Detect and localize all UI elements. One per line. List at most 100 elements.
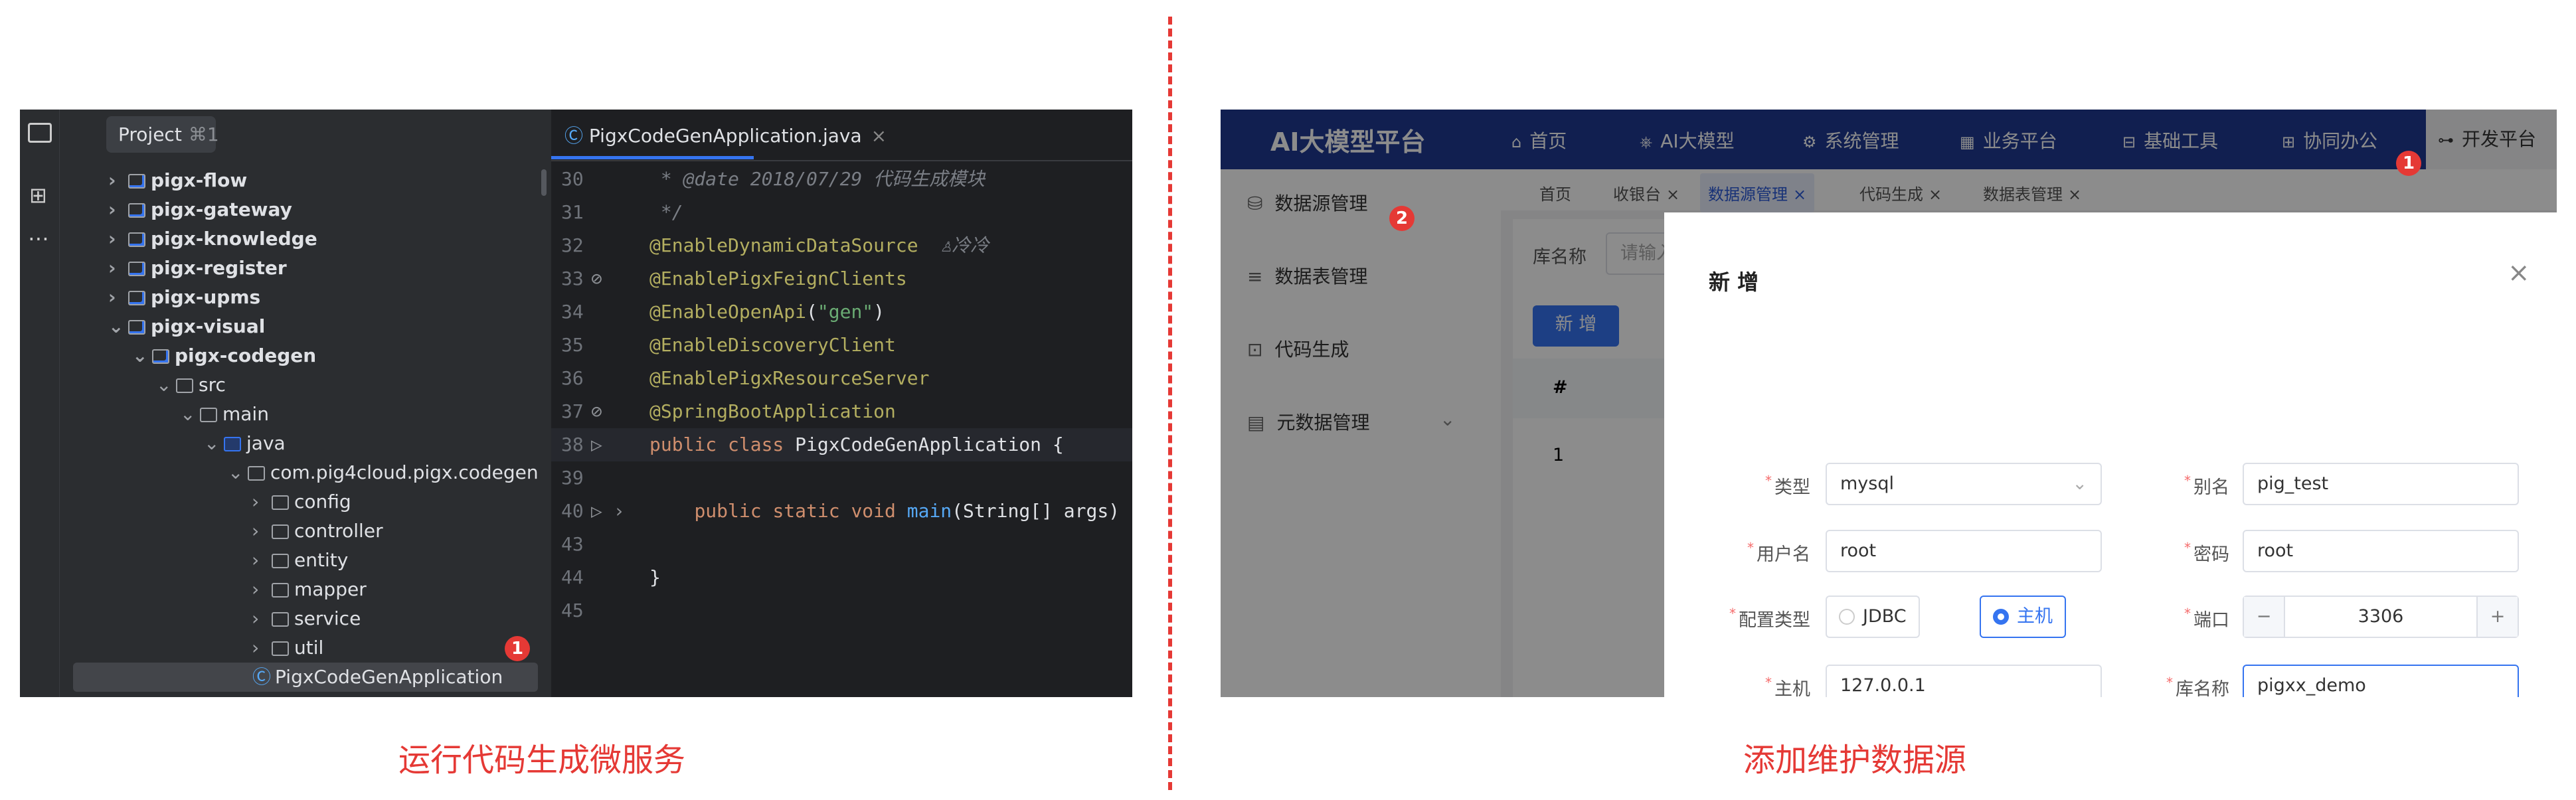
- close-icon[interactable]: ×: [1929, 185, 1942, 204]
- chevron-icon[interactable]: ›: [252, 637, 260, 659]
- page-tab[interactable]: 代码生成×: [1859, 181, 1942, 204]
- radio-host[interactable]: 主机: [1980, 596, 2066, 638]
- tree-item[interactable]: ›entity: [252, 546, 348, 575]
- nav-item[interactable]: ⊞协同办公: [2282, 127, 2377, 153]
- decrement-button[interactable]: −: [2244, 597, 2285, 637]
- close-icon[interactable]: ×: [1666, 185, 1680, 204]
- radio-jdbc[interactable]: JDBC: [1826, 596, 1920, 638]
- host-input[interactable]: 127.0.0.1: [1826, 665, 2102, 697]
- page-tab[interactable]: 首页: [1539, 181, 1571, 204]
- chevron-icon[interactable]: ›: [252, 520, 260, 542]
- chevron-icon[interactable]: ⌄: [180, 403, 196, 425]
- tree-scrollbar[interactable]: [541, 169, 547, 196]
- code-line[interactable]: 45: [551, 594, 1132, 627]
- nav-item[interactable]: ⚙系统管理: [1802, 127, 1899, 153]
- project-button[interactable]: Project⌘1: [106, 116, 219, 153]
- tree-item[interactable]: ⌄pigx-codegen: [132, 341, 316, 370]
- tree-item[interactable]: ⌄src: [156, 370, 226, 400]
- code-editor[interactable]: Ⓒ PigxCodeGenApplication.java× 30 * @dat…: [551, 110, 1132, 697]
- more-icon[interactable]: ⋯: [28, 226, 49, 251]
- tree-item[interactable]: ›controller: [252, 517, 383, 546]
- port-stepper[interactable]: − 3306 +: [2243, 596, 2519, 638]
- code-line[interactable]: 32@EnableDynamicDataSource ♙冷冷: [551, 229, 1132, 262]
- nav-item[interactable]: ⎈AI大模型: [1640, 127, 1735, 153]
- tree-item[interactable]: ⌄com.pig4cloud.pigx.codegen: [228, 458, 539, 487]
- gutter-icon[interactable]: ⊘: [591, 400, 602, 422]
- chevron-icon[interactable]: ›: [108, 228, 116, 250]
- folder-icon: [272, 583, 289, 598]
- chevron-icon[interactable]: ›: [252, 491, 260, 513]
- chevron-icon[interactable]: ›: [108, 199, 116, 220]
- code-line[interactable]: 39: [551, 461, 1132, 495]
- code-line[interactable]: 43: [551, 528, 1132, 561]
- sidebar-item[interactable]: ▤元数据管理⌄: [1247, 408, 1455, 435]
- page-tab[interactable]: 数据源管理×: [1700, 173, 1815, 212]
- editor-tab[interactable]: Ⓒ PigxCodeGenApplication.java×: [564, 121, 887, 148]
- line-number: 30: [561, 168, 584, 190]
- dbname-input[interactable]: pigxx_demo: [2243, 665, 2519, 697]
- chevron-icon[interactable]: ›: [252, 549, 260, 571]
- table-row[interactable]: 1: [1553, 445, 1565, 465]
- radio-jdbc-label: JDBC: [1863, 606, 1907, 627]
- alias-input[interactable]: pig_test: [2243, 463, 2519, 505]
- gutter-icon[interactable]: ▷: [591, 434, 602, 455]
- code-line[interactable]: 31 */: [551, 196, 1132, 229]
- sidebar-label: 数据源管理: [1274, 193, 1368, 214]
- code-line[interactable]: 40▷ › public static void main(String[] a…: [551, 495, 1132, 528]
- page-tab[interactable]: 数据表管理×: [1983, 181, 2081, 204]
- chevron-icon[interactable]: ⌄: [108, 315, 124, 337]
- nav-item[interactable]: ⌂首页: [1511, 127, 1567, 153]
- chevron-icon[interactable]: ›: [108, 257, 116, 279]
- tree-item[interactable]: ⌄main: [180, 400, 269, 429]
- nav-item[interactable]: ⊶开发平台: [2426, 110, 2557, 169]
- chevron-icon[interactable]: ⌄: [204, 432, 220, 454]
- structure-icon[interactable]: ⊞: [29, 183, 47, 208]
- tree-item[interactable]: ⌄java: [204, 429, 286, 458]
- sidebar-item[interactable]: ⛁数据源管理: [1247, 189, 1367, 216]
- chevron-icon[interactable]: ⌄: [132, 345, 148, 366]
- chevron-icon[interactable]: ›: [108, 286, 116, 308]
- chevron-icon[interactable]: ›: [252, 607, 260, 629]
- close-icon[interactable]: ×: [1793, 185, 1807, 204]
- code-line[interactable]: 36@EnablePigxResourceServer: [551, 362, 1132, 395]
- code-line[interactable]: 37⊘@SpringBootApplication: [551, 395, 1132, 428]
- tree-item[interactable]: ›pigx-register: [108, 254, 287, 283]
- tree-item[interactable]: ›util: [252, 633, 323, 663]
- password-input[interactable]: root: [2243, 530, 2519, 572]
- code-line[interactable]: 33⊘@EnablePigxFeignClients: [551, 262, 1132, 295]
- gutter-icon[interactable]: ⊘: [591, 268, 602, 289]
- folder-icon[interactable]: [28, 123, 52, 143]
- type-select[interactable]: mysql⌄: [1826, 463, 2102, 505]
- code-line[interactable]: 38▷public class PigxCodeGenApplication {: [551, 428, 1132, 461]
- tree-item[interactable]: ›mapper: [252, 575, 367, 604]
- tree-item[interactable]: ›config: [252, 487, 351, 517]
- chevron-icon[interactable]: ⌄: [156, 374, 172, 396]
- tab-bar: 首页 收银台× 数据源管理× 代码生成× 数据表管理×: [1501, 169, 2557, 212]
- tree-item[interactable]: ⌄pigx-visual: [108, 312, 265, 341]
- sidebar-item[interactable]: ≡数据表管理: [1247, 262, 1367, 289]
- sidebar-item[interactable]: ⊡代码生成: [1247, 335, 1349, 362]
- username-input[interactable]: root: [1826, 530, 2102, 572]
- nav-item[interactable]: ⊟基础工具: [2122, 127, 2218, 153]
- code-line[interactable]: 34@EnableOpenApi("gen"): [551, 295, 1132, 329]
- chevron-icon[interactable]: ⌄: [228, 461, 244, 483]
- tree-item[interactable]: ›service: [252, 604, 361, 633]
- chevron-icon[interactable]: ›: [252, 578, 260, 600]
- code-line[interactable]: 35@EnableDiscoveryClient: [551, 329, 1132, 362]
- increment-button[interactable]: +: [2476, 597, 2518, 637]
- gutter-icon[interactable]: ▷ ›: [591, 500, 625, 522]
- close-icon[interactable]: ×: [2068, 185, 2082, 204]
- close-icon[interactable]: ×: [2508, 258, 2530, 288]
- tree-item[interactable]: ›pigx-gateway: [108, 195, 292, 224]
- page-tab[interactable]: 收银台×: [1613, 181, 1679, 204]
- tree-item[interactable]: ›pigx-knowledge: [108, 224, 317, 254]
- code-line[interactable]: 30 * @date 2018/07/29 代码生成模块: [551, 163, 1132, 196]
- chevron-icon[interactable]: ›: [108, 169, 116, 191]
- add-button[interactable]: 新 增: [1533, 305, 1619, 347]
- tree-item[interactable]: ›pigx-flow: [108, 166, 247, 195]
- code-line[interactable]: 44}: [551, 561, 1132, 594]
- tree-item[interactable]: ›pigx-upms: [108, 283, 260, 312]
- close-tab-icon[interactable]: ×: [871, 125, 887, 147]
- nav-item[interactable]: ▦业务平台: [1960, 127, 2057, 153]
